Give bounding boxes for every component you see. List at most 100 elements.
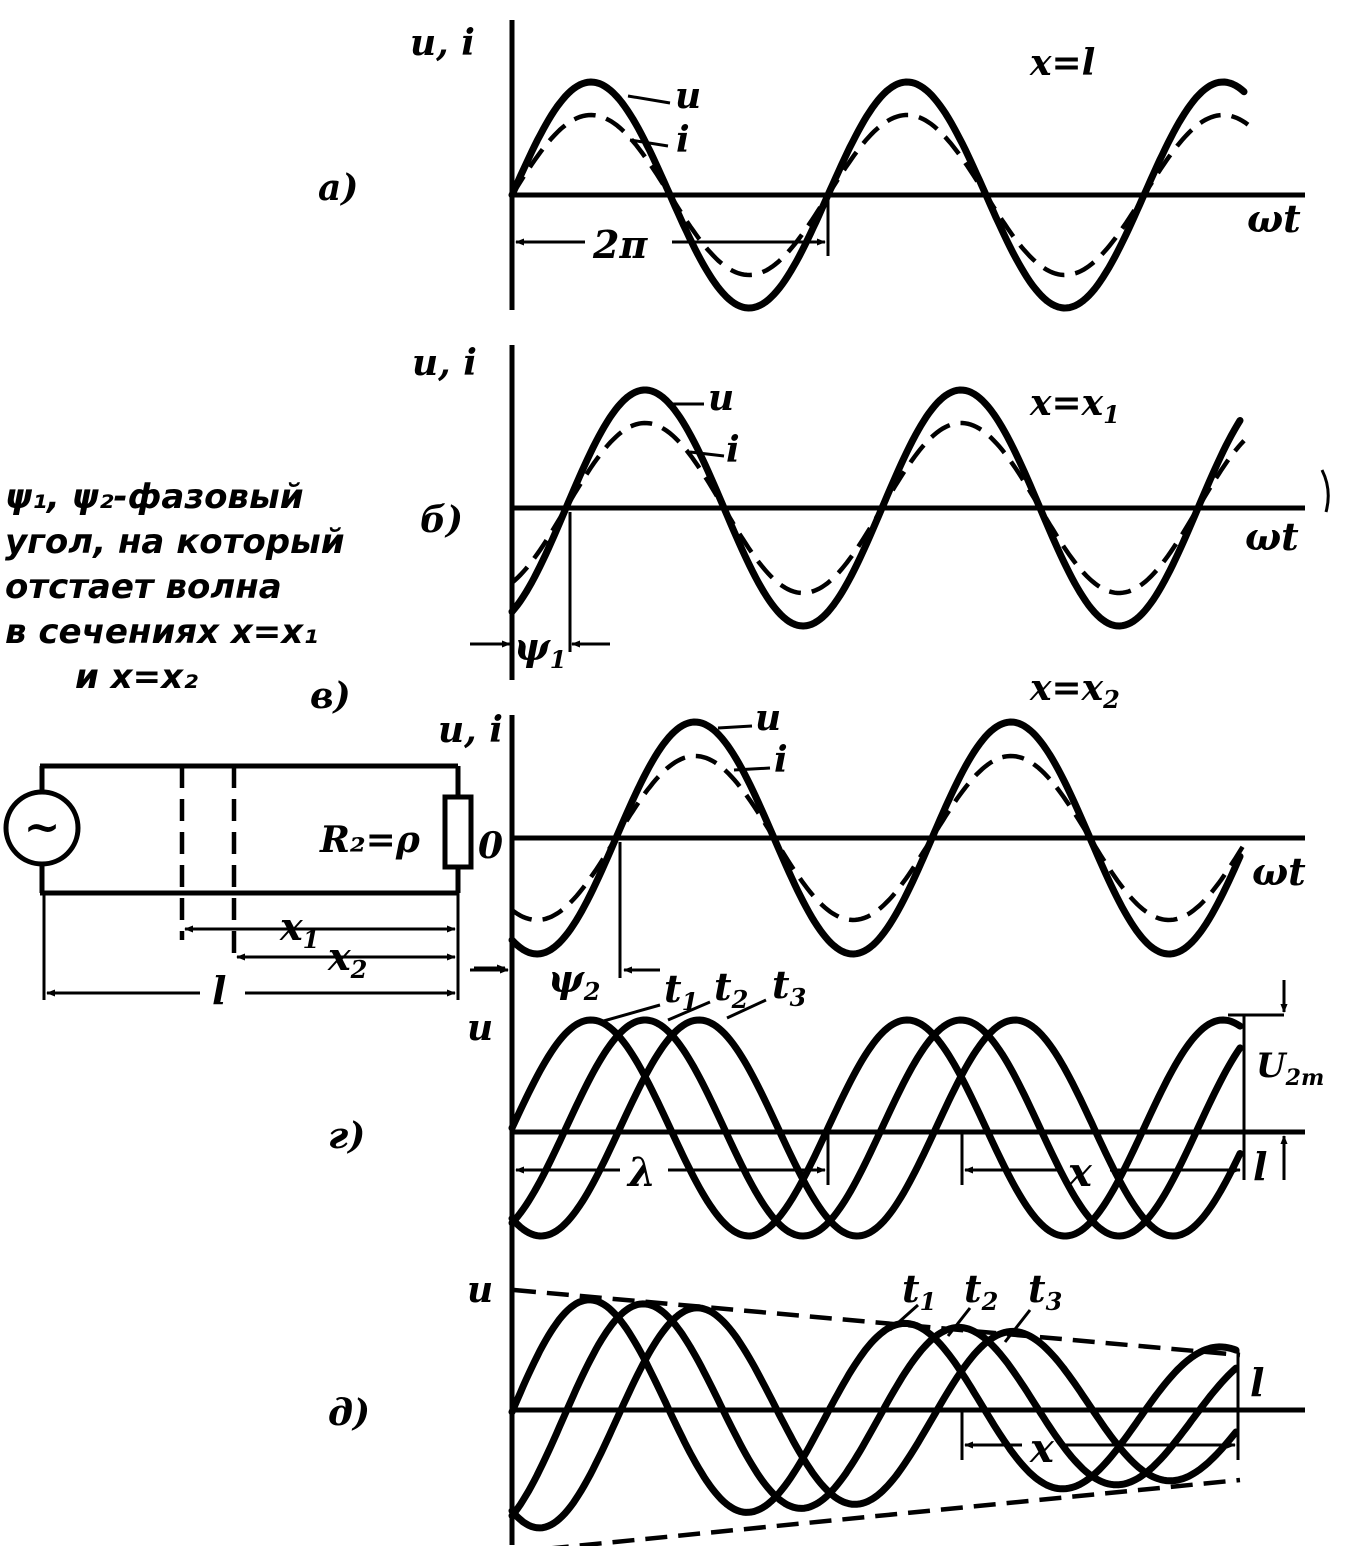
panel-d-x-label: x bbox=[1029, 1425, 1055, 1472]
panel-b-tag: б) bbox=[420, 499, 463, 541]
panel-b-phase-main: ψ bbox=[514, 624, 551, 669]
x1-sub: 1 bbox=[303, 925, 320, 954]
panel-g-t1-sub: 1 bbox=[682, 987, 699, 1016]
note-line-5: и x=x₂ bbox=[75, 657, 198, 697]
panel-a-voltage-curve bbox=[508, 78, 1248, 312]
panel-v-phase-sub: 2 bbox=[583, 977, 601, 1006]
panel-g-wave-t3 bbox=[508, 1016, 1244, 1240]
panel-g-amplitude-main: U bbox=[1256, 1046, 1288, 1086]
panel-d-t1-sub: 1 bbox=[920, 1287, 937, 1316]
panel-a-x-label: ωt bbox=[1247, 196, 1301, 241]
panel-g-end-label: l bbox=[1253, 1144, 1267, 1189]
load-label: R₂=ρ bbox=[319, 819, 421, 861]
panel-g-t2-sub: 2 bbox=[731, 985, 749, 1014]
panel-g-t1-main: t bbox=[664, 966, 682, 1011]
panel-d-t1-leader bbox=[889, 1303, 919, 1332]
panel-g-t2-leader bbox=[667, 1000, 711, 1022]
panel-a-i-leader bbox=[629, 138, 669, 148]
panel-a: u, i x=l u i а) ωt 2π bbox=[318, 20, 1305, 312]
x2-sub: 2 bbox=[350, 955, 368, 984]
panel-d-wave-t3 bbox=[508, 1304, 1240, 1532]
panel-d-end-label: l bbox=[1250, 1360, 1264, 1405]
panel-g-t3-sub: 3 bbox=[790, 983, 807, 1012]
x1-main: x bbox=[279, 904, 304, 949]
panel-d-t2-main: t bbox=[964, 1266, 982, 1311]
x2-label: x2 bbox=[327, 934, 367, 984]
panel-g-tag: г) bbox=[328, 1115, 365, 1157]
panel-d-t2-sub: 2 bbox=[981, 1287, 999, 1316]
panel-a-u-leader bbox=[627, 94, 671, 105]
panel-a-current-curve bbox=[510, 112, 1250, 278]
panel-g-amplitude-label: U2m bbox=[1256, 1046, 1324, 1091]
panel-v-section-label: x=x2 bbox=[1029, 667, 1120, 714]
panel-b-i-label: i bbox=[726, 429, 740, 471]
panel-g-wave-t2 bbox=[508, 1016, 1244, 1240]
generator-tilde: ~ bbox=[24, 802, 61, 853]
panel-g-x-label: x bbox=[1067, 1149, 1093, 1196]
panel-v-y-label: u, i bbox=[438, 709, 503, 751]
panel-b-y-label: u, i bbox=[412, 342, 477, 384]
panel-v-tag: в) bbox=[310, 675, 351, 717]
panel-v-section-main: x=x bbox=[1029, 667, 1104, 709]
panel-d-t1-label: t1 bbox=[902, 1266, 936, 1316]
panel-v-i-leader bbox=[733, 766, 771, 772]
panel-b-section-sub: 1 bbox=[1103, 400, 1120, 429]
panel-v-section-sub: 2 bbox=[1102, 685, 1120, 714]
panel-b-i-leader bbox=[689, 450, 725, 458]
panel-b-phase-label: ψ1 bbox=[514, 624, 566, 674]
length-label: l bbox=[212, 968, 226, 1013]
panel-a-y-label: u, i bbox=[410, 22, 475, 64]
panel-v-zero-label: 0 bbox=[478, 825, 503, 867]
panel-d-t3-leader bbox=[1003, 1309, 1032, 1343]
panel-v-voltage-curve bbox=[508, 718, 1244, 958]
panel-b-x-label: ωt bbox=[1245, 514, 1299, 559]
panel-g-t1-leader bbox=[599, 1003, 661, 1024]
note-line-1: ψ₁, ψ₂-фазовый bbox=[5, 477, 304, 517]
panel-g: u г) t1 t2 t3 U2m λ x l bbox=[328, 962, 1324, 1240]
panel-b-section-label: x=x1 bbox=[1029, 382, 1120, 429]
panel-d: u д) t1 t2 t3 x l bbox=[328, 1266, 1305, 1546]
phase-note: ψ₁, ψ₂-фазовый угол, на который отстает … bbox=[5, 477, 345, 697]
panel-d-wave-t1 bbox=[508, 1296, 1240, 1516]
x1-label: x1 bbox=[279, 904, 319, 954]
load-resistor bbox=[442, 794, 474, 870]
panel-a-period-label: 2π bbox=[592, 222, 648, 267]
panel-a-tag: а) bbox=[318, 167, 358, 209]
panel-d-tag: д) bbox=[328, 1392, 370, 1434]
panel-b-margin-mark bbox=[1320, 469, 1330, 513]
panel-d-t3-sub: 3 bbox=[1046, 1287, 1063, 1316]
note-line-3: отстает волна bbox=[5, 567, 282, 607]
panel-b-current-curve bbox=[510, 420, 1246, 596]
line-circuit: ~ R₂=ρ x1 x2 l bbox=[3, 763, 506, 1013]
x2-main: x bbox=[327, 934, 352, 979]
panel-v-phase-label: ψ2 bbox=[548, 956, 600, 1006]
note-line-4: в сечениях x=x₁ bbox=[5, 612, 318, 652]
panel-g-t2-main: t bbox=[714, 964, 732, 1009]
panel-g-y-label: u bbox=[467, 1007, 493, 1049]
panel-g-lambda-label: λ bbox=[626, 1149, 656, 1196]
panel-a-i-label: i bbox=[676, 119, 690, 161]
panel-d-t3-label: t3 bbox=[1028, 1266, 1062, 1316]
panel-d-lower-envelope bbox=[551, 1477, 1241, 1546]
panel-d-t1-main: t bbox=[902, 1266, 920, 1311]
panel-g-t3-label: t3 bbox=[772, 962, 806, 1012]
panel-v-phase-main: ψ bbox=[548, 956, 585, 1001]
panel-b: u, i x=x1 u i б) ωt ψ1 bbox=[412, 342, 1330, 680]
panel-v-u-leader bbox=[717, 724, 753, 730]
panel-b-u-label: u bbox=[708, 377, 734, 419]
panel-v-i-label: i bbox=[774, 739, 788, 781]
panel-g-t3-main: t bbox=[772, 962, 790, 1007]
panel-g-amplitude-sub: 2m bbox=[1285, 1065, 1325, 1091]
panel-d-t2-label: t2 bbox=[964, 1266, 998, 1316]
panel-a-u-label: u bbox=[675, 75, 701, 117]
panel-b-section-main: x=x bbox=[1029, 382, 1104, 424]
panel-v-u-label: u bbox=[755, 697, 781, 739]
note-line-2: угол, на который bbox=[5, 522, 345, 562]
panel-g-t3-leader bbox=[726, 998, 767, 1020]
panel-d-upper-envelope bbox=[513, 1287, 1241, 1358]
panel-d-y-label: u bbox=[467, 1269, 493, 1311]
panel-g-t2-label: t2 bbox=[714, 964, 748, 1014]
panel-v-current-curve bbox=[510, 753, 1246, 923]
